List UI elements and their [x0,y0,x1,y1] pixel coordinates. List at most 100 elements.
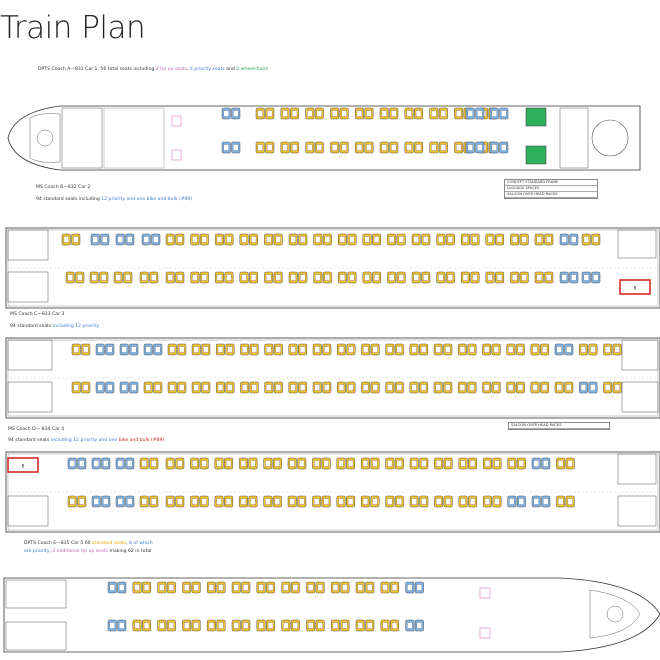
seat-cushion [456,110,462,117]
seat-cushion [267,584,274,591]
vestibule [7,495,49,527]
seat-cushion [571,274,577,281]
seat-cushion [518,460,524,467]
seat-cushion [391,584,398,591]
seat-cushion [300,274,306,281]
vestibule [7,381,53,413]
seat-cushion [373,236,380,243]
seat-cushion [292,584,298,591]
legend-row: SALOON OVER HEAD RACKS [505,192,597,198]
seat-cushion [97,346,103,353]
vestibule [7,271,49,303]
seat-cushion [391,622,398,629]
caption-fragment: and [224,67,237,72]
seat-cushion [372,498,378,505]
seat-cushion [141,460,147,467]
seat-cushion [77,274,83,281]
seat-cushion [349,236,355,243]
seat-cushion [614,384,620,391]
seat-cushion [447,236,453,243]
seat-cushion [127,498,133,505]
seat-cushion [533,498,539,505]
seat-cushion [438,236,444,243]
seat-cushion [192,274,198,281]
tip-up-seat [479,627,491,639]
seat-cushion [416,622,422,629]
seat-cushion [134,584,140,591]
seat-cushion [381,110,387,117]
wheelchair-space [525,145,547,165]
seat-cushion [411,384,417,391]
seat-cushion [226,236,232,243]
seat-cushion [119,584,125,591]
seat-cushion [508,346,514,353]
seat-cushion [216,236,223,243]
seat-cushion [102,236,108,243]
seat-cushion [477,110,483,117]
gangway [559,107,589,169]
toilet [591,119,629,157]
seat-cushion [477,144,483,151]
seat-cushion [469,498,476,505]
seat-cushion [324,236,330,243]
seat-cushion [257,144,263,151]
seat-cushion [291,110,298,117]
seat-cushion [460,460,466,467]
seat-cushion [438,274,444,281]
seat-cushion [216,274,223,281]
seat-cushion [423,274,429,281]
driver-cab [29,113,61,163]
caption-fragment: 94 standard seats including [36,197,102,202]
seat-cushion [289,460,295,467]
seat-cushion [289,498,295,505]
seat-cushion [347,498,354,505]
seat-cushion [203,384,209,391]
seat-cushion [177,460,183,467]
seat-cushion [512,236,518,243]
cab-nose [7,105,641,171]
seat-cushion [223,144,229,151]
seat-cushion [291,144,298,151]
seat-cushion [469,346,475,353]
seat-cushion [338,498,344,505]
seat-cushion [472,274,478,281]
seat-cushion [192,498,198,505]
caption-fragment: 2 additional tip up seats [52,549,109,554]
caption-fragment: 8 of which [129,541,153,546]
seat-cushion [225,498,232,505]
seat-cushion [216,460,222,467]
seat-cushion [226,274,232,281]
coach-c-caption-detail: 94 standard seats including 12 priority [10,323,99,330]
caption-fragment: DPTS Coach A—831 Car 1. 56 total seats i… [38,67,156,72]
seat-cushion [193,384,199,391]
seat-cushion [299,384,306,391]
vestibule [5,621,67,651]
seat-cushion [467,110,473,117]
seat-cushion [299,498,305,505]
seat-cushion [415,144,422,151]
seat-cushion [233,144,239,151]
seat-cushion [131,346,137,353]
seat-cushion [501,144,507,151]
seat-cushion [73,236,79,243]
seat-cushion [315,236,321,243]
seat-cushion [445,346,451,353]
seat-cushion [290,384,296,391]
seat-cushion [314,346,320,353]
seat-cushion [459,384,466,391]
seat-cushion [411,460,417,467]
seat-cushion [338,346,345,353]
seat-cushion [445,460,451,467]
seat-cushion [324,274,330,281]
seat-cushion [153,236,159,243]
seat-cushion [267,144,273,151]
seat-cushion [83,346,89,353]
seat-cushion [518,498,524,505]
seat-cushion [167,274,173,281]
driver-seat [606,605,624,623]
seat-cushion [292,622,298,629]
seat-cushion [372,460,378,467]
seat-cushion [521,274,527,281]
seat-cushion [127,236,133,243]
seat-cushion [117,498,123,505]
